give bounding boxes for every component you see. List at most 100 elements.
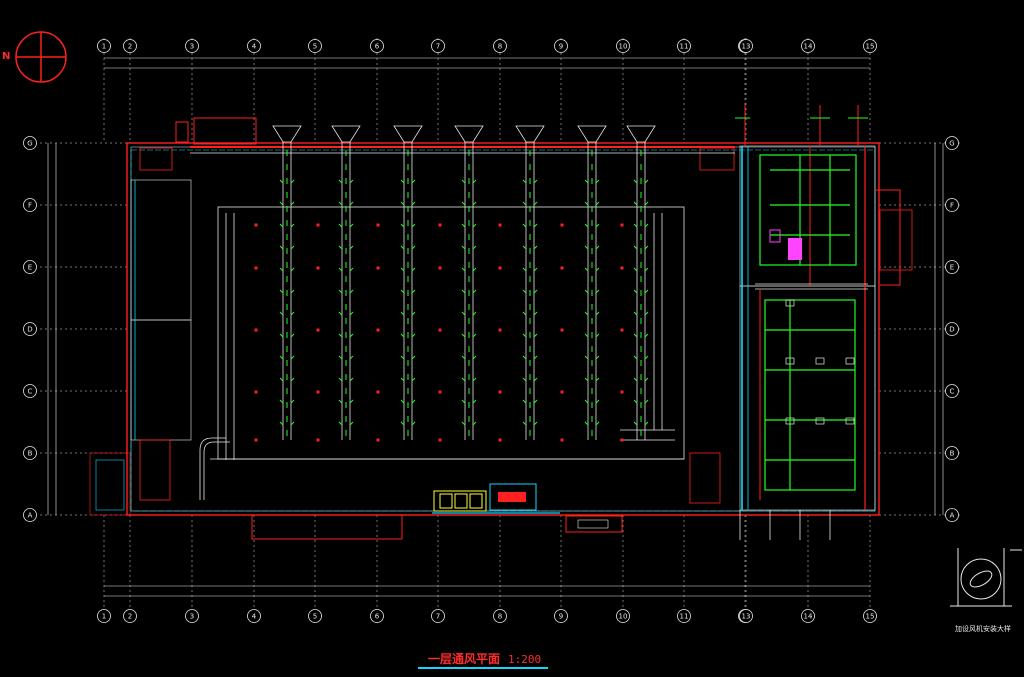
branch-duct <box>515 125 545 440</box>
fan-coil-units <box>769 229 802 260</box>
diffuser-dot <box>498 266 502 270</box>
diffuser-dot <box>254 438 258 442</box>
axis-label: 3 <box>190 43 194 51</box>
diffuser-dot <box>498 328 502 332</box>
column-bubble-2: 2 <box>123 39 137 53</box>
diffuser-dot <box>316 328 320 332</box>
axis-label: A <box>950 512 955 520</box>
axis-label: 6 <box>375 43 380 51</box>
diffuser-dot <box>560 328 564 332</box>
row-axis-bubbles-left: A B C D E F G <box>23 136 37 522</box>
title-underline <box>418 667 548 669</box>
row-bubble-right-F: F <box>945 198 959 212</box>
column-grid-lines <box>103 38 871 620</box>
main-hall-boundary <box>210 206 685 460</box>
column-bubble-11: 11 <box>677 39 691 53</box>
row-bubble-right-B: B <box>945 446 959 460</box>
row-bubble-A: A <box>23 508 37 522</box>
row-bubble-right-G: G <box>945 136 959 150</box>
axis-label: B <box>950 450 955 458</box>
axis-label: 7 <box>436 613 440 621</box>
diffuser-dot <box>438 390 442 394</box>
diffuser-dot <box>254 266 258 270</box>
drawing-title-block: 一层通风平面 1:200 <box>428 650 541 667</box>
diffuser-dot <box>498 390 502 394</box>
column-bubble-bottom-4: 4 <box>247 609 261 623</box>
row-bubble-D: D <box>23 322 37 336</box>
column-bubble-bottom-9: 9 <box>554 609 568 623</box>
axis-label: C <box>28 388 33 396</box>
diffuser-dot <box>438 328 442 332</box>
column-bubble-bottom-10: 10 <box>616 609 630 623</box>
axis-label: 14 <box>804 43 813 51</box>
axis-label: 15 <box>866 43 875 51</box>
axis-label: G <box>949 140 954 148</box>
air-handling-units <box>251 483 623 540</box>
axis-label: 5 <box>313 43 317 51</box>
row-bubble-B: B <box>23 446 37 460</box>
row-bubble-C: C <box>23 384 37 398</box>
bottom-dimension-lines <box>104 585 870 597</box>
column-bubble-15: 15 <box>863 39 877 53</box>
axis-label: 2 <box>128 613 132 621</box>
drawing-title: 一层通风平面 <box>428 652 501 666</box>
left-wing-rooms <box>89 179 192 516</box>
axis-label: E <box>28 264 32 272</box>
diffuser-dot <box>376 328 380 332</box>
column-bubble-bottom-13: 13 <box>739 609 753 623</box>
column-axis-bubbles-top: 123456789101112131415 <box>97 39 877 53</box>
column-bubble-bottom-7: 7 <box>431 609 445 623</box>
axis-label: 13 <box>742 613 751 621</box>
axis-label: 6 <box>375 613 380 621</box>
row-bubble-right-D: D <box>945 322 959 336</box>
axis-label: F <box>950 202 954 210</box>
diffuser-dot <box>620 266 624 270</box>
drawing-scale: 1:200 <box>508 653 542 666</box>
diffuser-dot <box>376 390 380 394</box>
diffuser-dot <box>620 223 624 227</box>
row-bubble-F: F <box>23 198 37 212</box>
diffuser-dot <box>560 223 564 227</box>
column-axis-bubbles-bottom: 123456789101112131415 <box>97 609 877 623</box>
axis-label: 2 <box>128 43 132 51</box>
diffuser-dot <box>438 266 442 270</box>
fan-detail-icon <box>950 548 1022 607</box>
roof-exhaust-risers <box>744 105 901 286</box>
axis-label: 11 <box>680 613 689 621</box>
diffuser-dot <box>376 266 380 270</box>
column-bubble-7: 7 <box>431 39 445 53</box>
row-bubble-E: E <box>23 260 37 274</box>
diffuser-dot <box>620 328 624 332</box>
branch-duct <box>393 125 423 440</box>
column-bubble-4: 4 <box>247 39 261 53</box>
bottom-risers <box>739 510 831 540</box>
column-bubble-14: 14 <box>801 39 815 53</box>
diffuser-dot <box>316 438 320 442</box>
column-bubble-5: 5 <box>308 39 322 53</box>
axis-label: D <box>27 326 32 334</box>
axis-label: 10 <box>619 613 628 621</box>
branch-duct <box>626 125 656 440</box>
axis-label: D <box>949 326 954 334</box>
row-bubble-G: G <box>23 136 37 150</box>
diffuser-dot <box>438 438 442 442</box>
column-bubble-13: 13 <box>739 39 753 53</box>
branch-ducts <box>272 125 656 440</box>
axis-label: 5 <box>313 613 317 621</box>
column-bubble-9: 9 <box>554 39 568 53</box>
diffuser-dot <box>376 438 380 442</box>
column-bubble-6: 6 <box>370 39 384 53</box>
stair-symbols <box>139 147 913 504</box>
diffuser-dot <box>620 438 624 442</box>
north-label: N <box>2 51 11 62</box>
diffuser-dot <box>620 390 624 394</box>
row-bubble-right-A: A <box>945 508 959 522</box>
axis-label: 14 <box>804 613 813 621</box>
axis-label: 4 <box>252 43 257 51</box>
row-bubble-right-E: E <box>945 260 959 274</box>
diffuser-dot <box>560 390 564 394</box>
axis-label: B <box>28 450 33 458</box>
axis-label: 8 <box>498 613 502 621</box>
